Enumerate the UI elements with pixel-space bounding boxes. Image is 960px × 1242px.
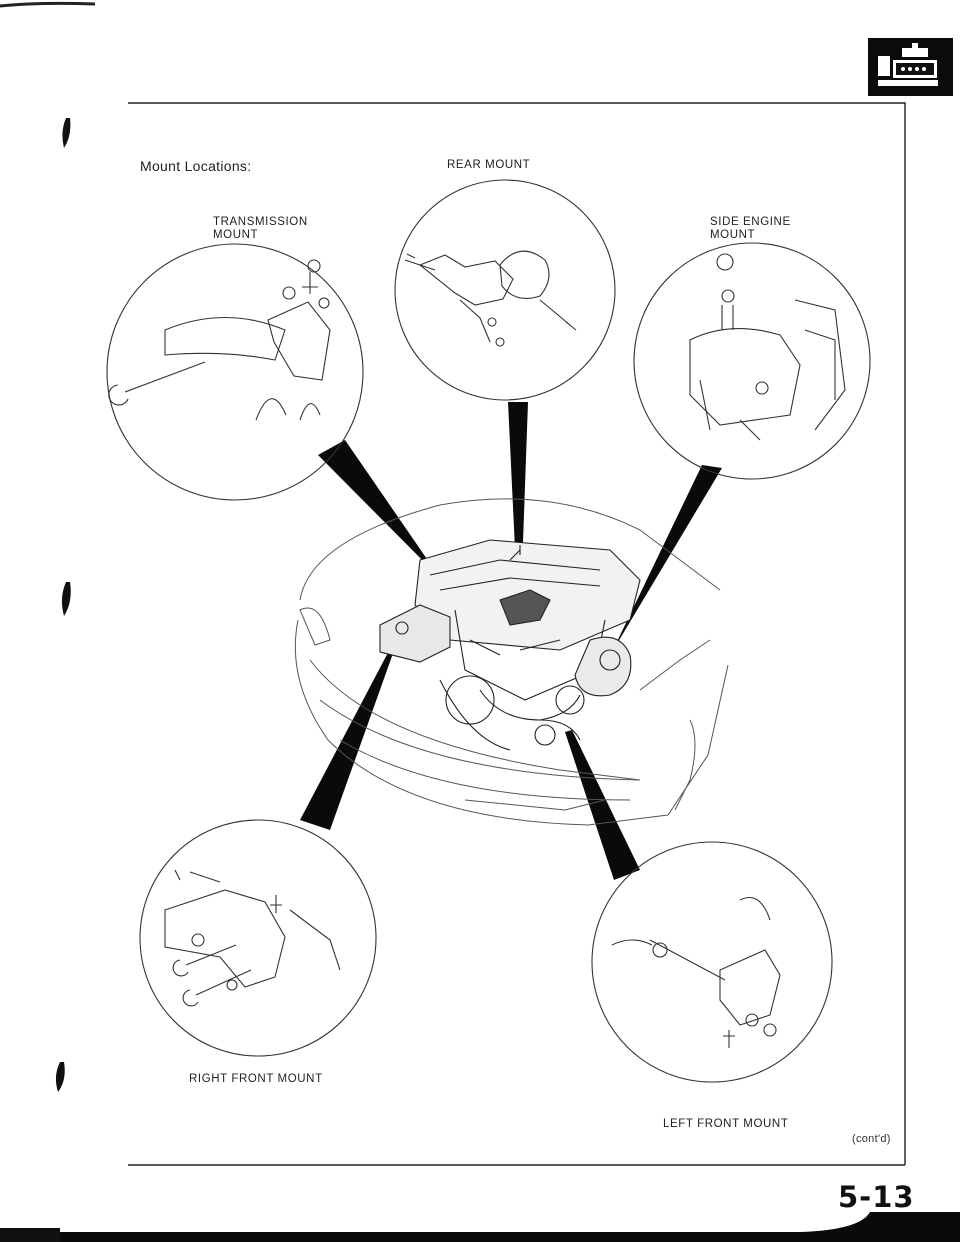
right-front-mount-label: RIGHT FRONT MOUNT [189,1073,323,1085]
side-engine-mount-label: SIDE ENGINE MOUNT [710,216,791,242]
side-engine-mount-label-line2: MOUNT [710,229,756,241]
side-engine-mount-label-line1: SIDE ENGINE [710,216,791,228]
transmission-mount-label-line2: MOUNT [213,229,259,241]
pointer-side-engine [612,465,722,652]
bottom-band [0,1212,960,1242]
pointer-transmission [318,440,440,578]
pointer-rear [508,402,528,570]
rear-mount-detail [394,179,616,401]
left-front-mount-detail [591,841,833,1083]
engine-assembly [379,539,641,751]
continued-note: (cont'd) [852,1133,891,1145]
pointer-left-front [565,730,640,880]
top-rule [128,102,906,1165]
transmission-mount-detail [106,243,364,501]
transmission-mount-label-line1: TRANSMISSION [213,216,308,228]
binder-mark [55,1062,65,1092]
binder-mark [61,582,71,616]
page-number: 5-13 [838,1180,915,1214]
engine-section-icon [868,38,953,96]
car-body [294,498,729,826]
binder-mark [62,118,71,148]
side-engine-mount-detail [633,242,871,480]
page-heading: Mount Locations: [140,158,252,174]
right-front-mount-detail [139,819,377,1057]
transmission-mount-label: TRANSMISSION MOUNT [213,216,308,242]
left-front-mount-label: LEFT FRONT MOUNT [663,1118,789,1130]
rear-mount-label: REAR MOUNT [447,159,531,171]
pointer-right-front [300,645,396,830]
